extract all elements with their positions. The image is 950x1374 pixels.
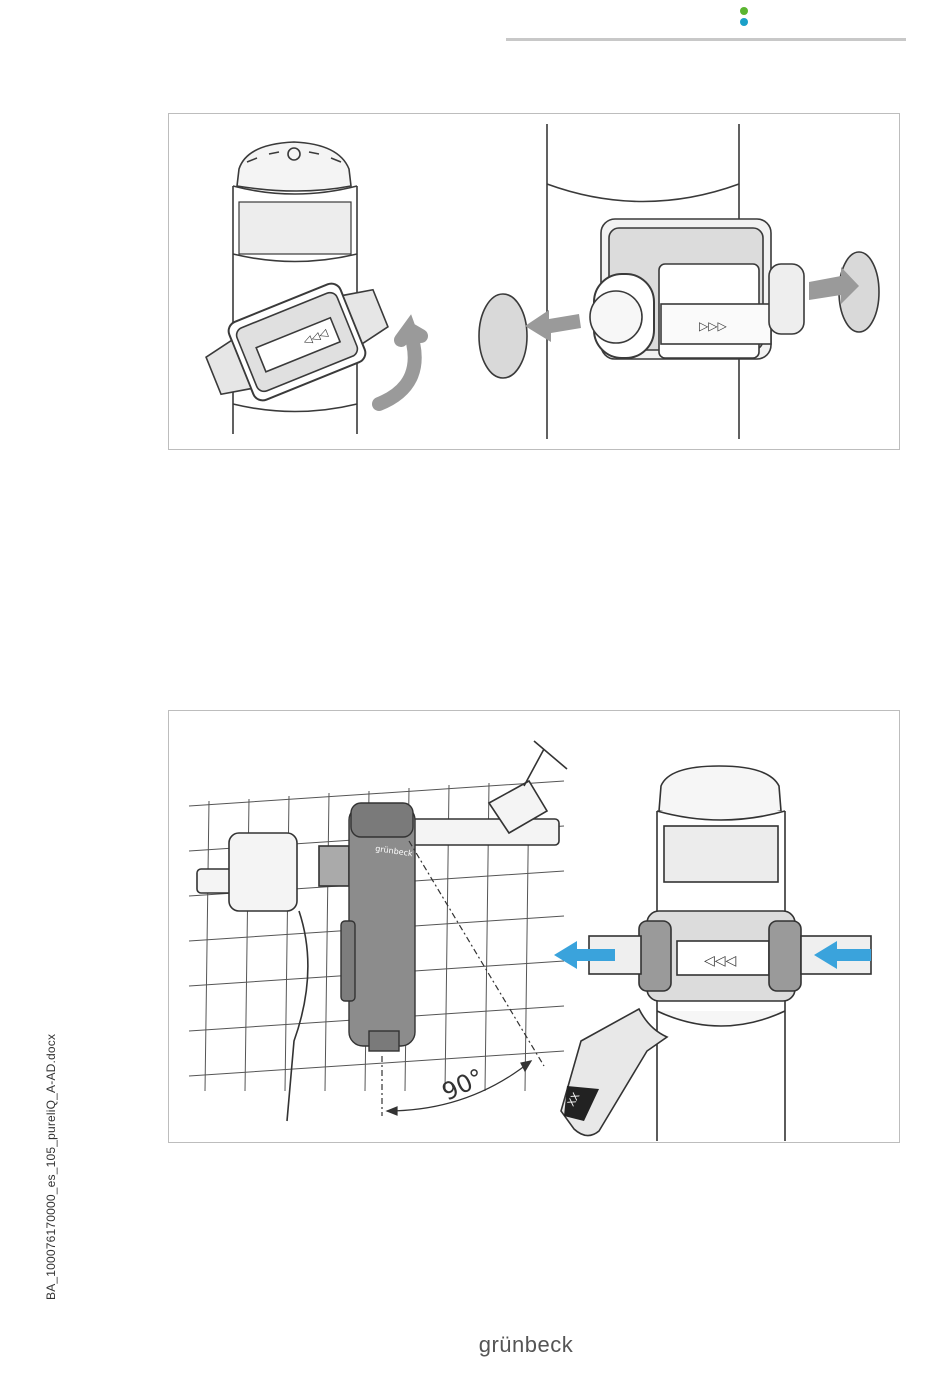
document-id: BA_100076170000_es_105_pureliQ_A-AD.docx — [44, 980, 58, 1300]
figure-filter-head-rotation: ◁◁◁ ▷▷▷ — [168, 113, 900, 450]
brand-dot-blue — [740, 18, 748, 26]
figure-wall-mounting: grünbeck 90° ◁◁◁ — [168, 710, 900, 1143]
brand-dot-green — [740, 7, 748, 15]
figure-1-illustration: ◁◁◁ ▷▷▷ — [169, 114, 899, 449]
header-rule — [506, 38, 906, 41]
left-filter-head-drawing — [198, 142, 421, 434]
right-filter-head-drawing — [479, 124, 879, 439]
brand-dots-icon — [739, 7, 749, 29]
filter-unit — [341, 803, 415, 1051]
closeup-cartridge-label: ◁◁◁ — [704, 953, 737, 969]
figure-2-illustration: grünbeck 90° ◁◁◁ — [169, 711, 899, 1142]
footer-brand-logo: grünbeck — [0, 1332, 950, 1358]
wrench-tool — [561, 1009, 667, 1136]
right-cartridge-label: ▷▷▷ — [699, 319, 727, 333]
